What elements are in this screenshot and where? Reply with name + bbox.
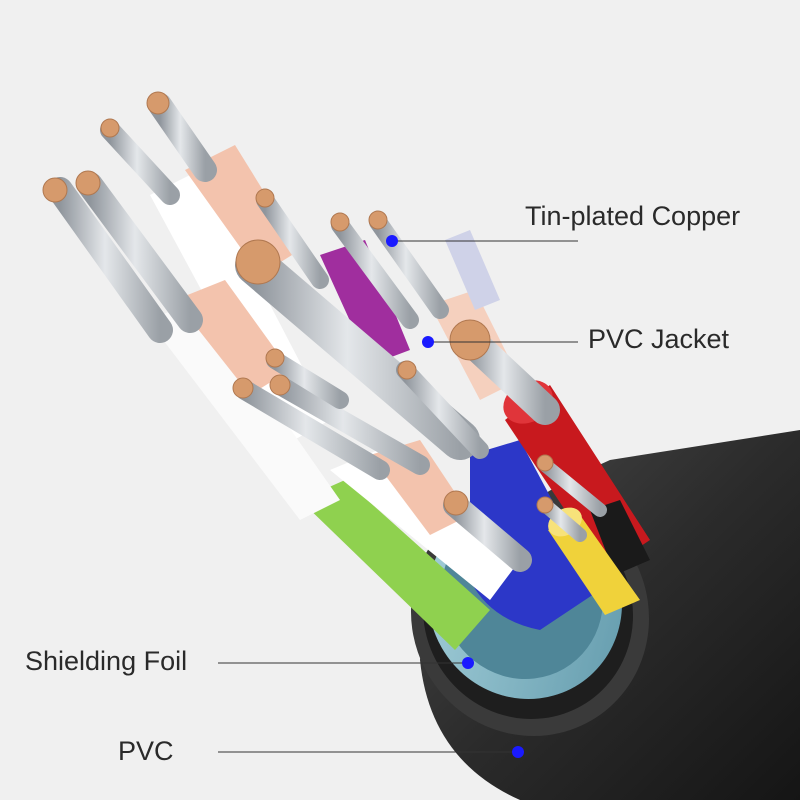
marker-pvc: [512, 746, 524, 758]
marker-shielding-foil: [462, 657, 474, 669]
marker-tin-plated-copper: [386, 235, 398, 247]
label-pvc: PVC: [118, 736, 174, 766]
white-jacket-2: [148, 300, 340, 520]
peach-jacket-2: [175, 280, 290, 395]
leader-lines: [218, 240, 578, 753]
black-jacket: [590, 500, 650, 575]
label-shielding-foil: Shielding Foil: [25, 646, 188, 676]
magenta-jacket: [320, 240, 410, 365]
yellow-jacket: [548, 515, 640, 615]
label-markers: [386, 235, 524, 758]
label-tin-plated-copper: Tin-plated Copper: [525, 201, 741, 231]
copper-strand-ends: [42, 91, 554, 516]
tin-plated-strands: [47, 93, 607, 572]
label-pvc-jacket: PVC Jacket: [588, 324, 730, 354]
lavender-jacket: [445, 230, 500, 310]
marker-pvc-jacket: [422, 336, 434, 348]
green-jacket: [300, 480, 490, 650]
